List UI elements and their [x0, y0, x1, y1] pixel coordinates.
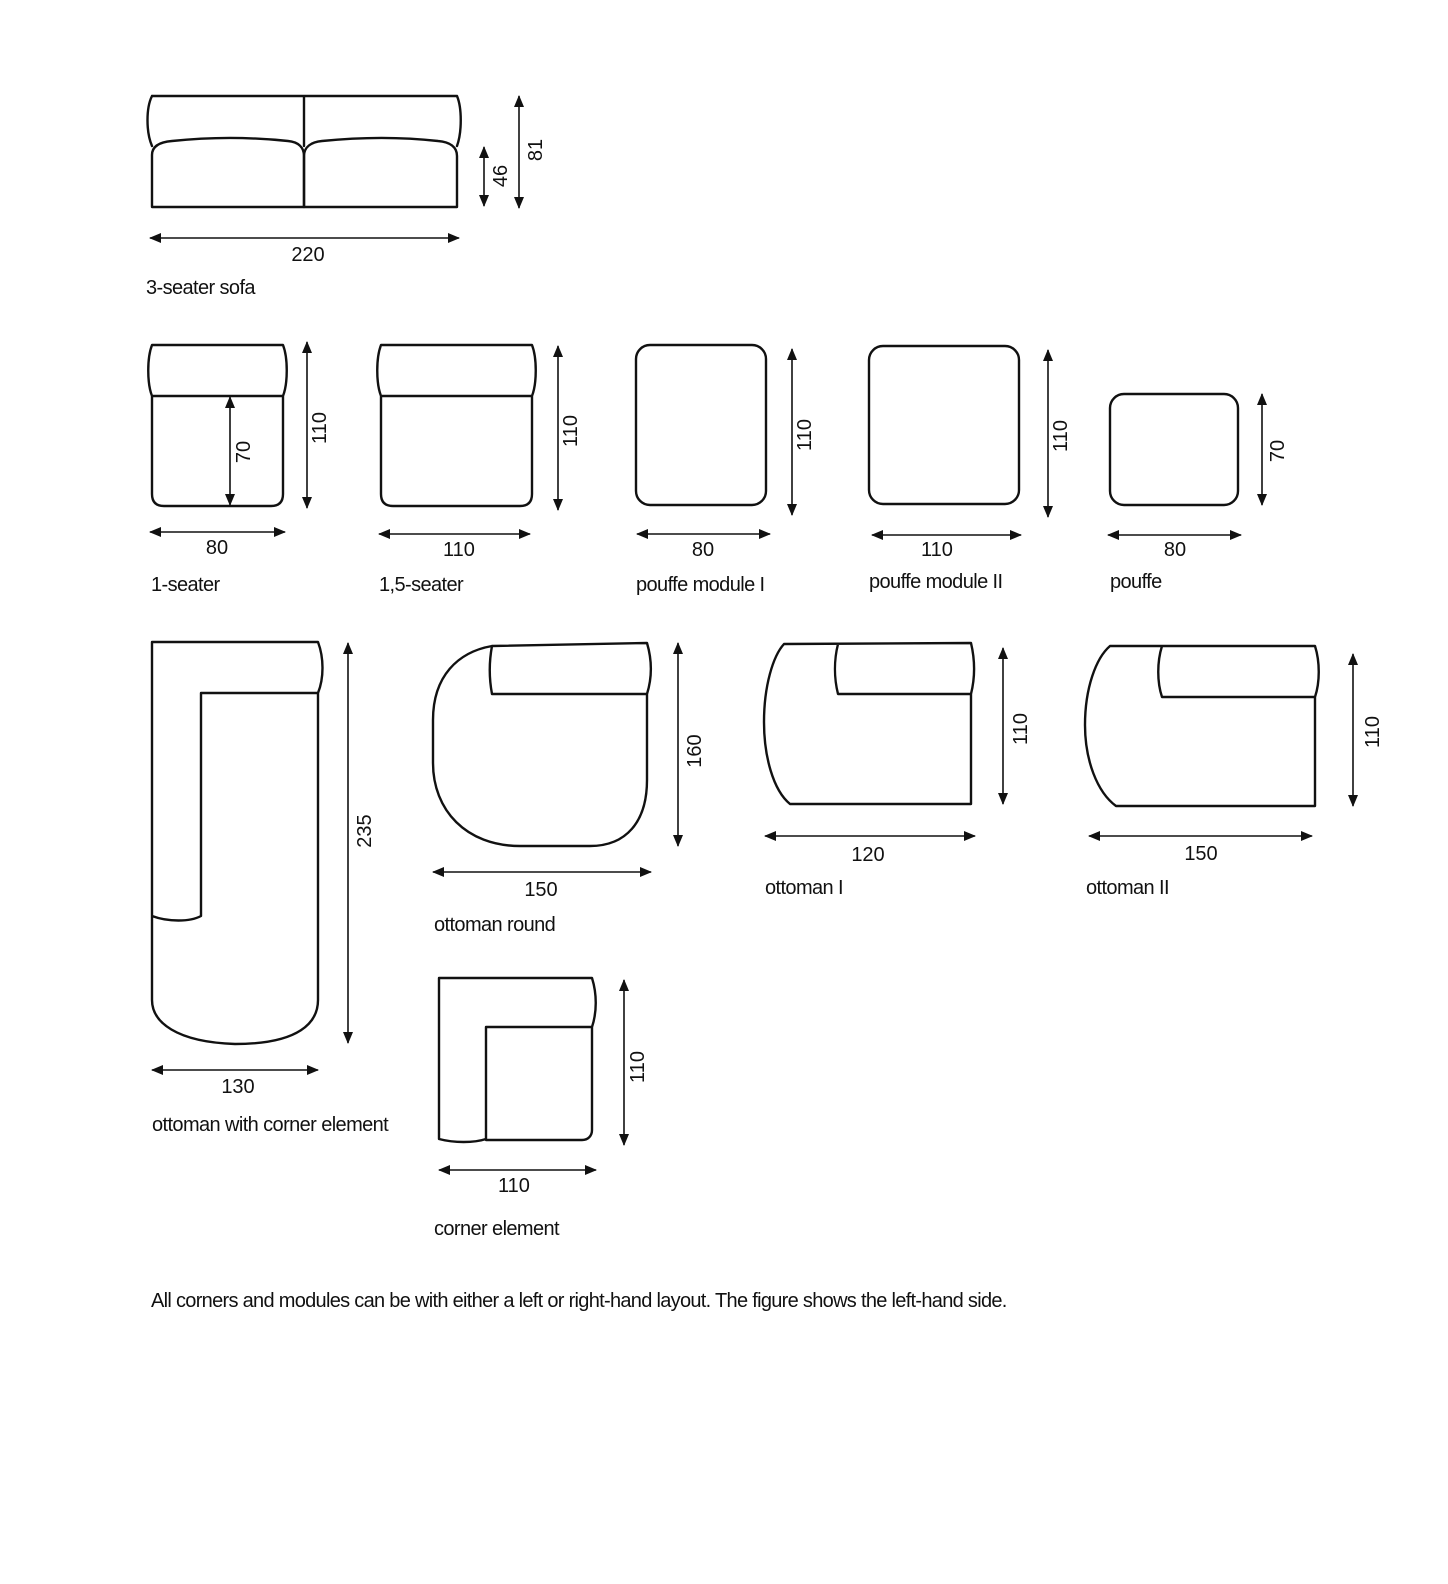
seater15-label: 1,5-seater [379, 574, 464, 596]
corner-element-depth-value: 110 [627, 1051, 649, 1083]
ottoman-round-depth-value: 160 [684, 734, 706, 767]
seater15-depth-value: 110 [560, 415, 582, 447]
sofa-label: 3-seater sofa [146, 277, 256, 299]
module-pouffe: 70 80 pouffe [1107, 392, 1289, 593]
pouffe-outline [1108, 392, 1240, 507]
pouffe2-width-value: 110 [921, 539, 953, 561]
module-corner-element: 110 110 corner element [434, 976, 649, 1240]
ottoman-corner-depth-value: 235 [354, 814, 376, 847]
pouffe1-outline [634, 343, 768, 507]
ottoman1-width-value: 120 [851, 844, 884, 866]
ottoman2-label: ottoman II [1086, 877, 1169, 899]
ottoman-corner-width-value: 130 [221, 1076, 254, 1098]
corner-element-label: corner element [434, 1218, 560, 1240]
module-pouffe-module-2: 110 110 pouffe module II [867, 344, 1072, 593]
ottoman-round-outline [431, 641, 652, 848]
pouffe1-width-value: 80 [692, 539, 714, 561]
seater1-seat-depth-value: 70 [233, 441, 255, 463]
ottoman-round-width-value: 150 [524, 879, 557, 901]
sofa-backrest-outline [146, 94, 462, 148]
module-ottoman-2: 110 150 ottoman II [1083, 644, 1384, 899]
module-1-5-seater: 110 110 1,5-seater [376, 343, 582, 596]
ottoman-round-label: ottoman round [434, 914, 555, 936]
seater1-width-value: 80 [206, 537, 228, 559]
pouffe-width-value: 80 [1164, 539, 1186, 561]
seater15-width-value: 110 [443, 539, 475, 561]
seater15-outline [376, 343, 537, 508]
pouffe2-depth-value: 110 [1050, 420, 1072, 452]
ottoman2-outline [1083, 644, 1320, 808]
pouffe2-outline [867, 344, 1021, 506]
ottoman2-width-value: 150 [1184, 843, 1217, 865]
ottoman2-depth-value: 110 [1362, 716, 1384, 748]
module-pouffe-module-1: 110 80 pouffe module I [634, 343, 816, 596]
pouffe2-label: pouffe module II [869, 571, 1002, 593]
ottoman-corner-outline [150, 640, 324, 1046]
seater1-depth-value: 110 [309, 412, 331, 444]
pouffe-label: pouffe [1110, 571, 1162, 593]
module-3-seater-sofa: 220 46 81 3-seater sofa [146, 94, 547, 299]
ottoman1-outline [762, 641, 976, 806]
ottoman1-label: ottoman I [765, 877, 843, 899]
sofa-height-value: 81 [525, 139, 547, 161]
ottoman-corner-label: ottoman with corner element [152, 1114, 389, 1136]
module-1-seater: 70 110 80 1-seater [147, 341, 331, 596]
module-ottoman-with-corner-element: 235 130 ottoman with corner element [150, 640, 390, 1136]
module-ottoman-1: 110 120 ottoman I [762, 641, 1032, 899]
module-ottoman-round: 160 150 ottoman round [431, 641, 706, 936]
sofa-seat-height-value: 46 [490, 165, 512, 187]
sofa-width-value: 220 [291, 244, 324, 266]
layout-footnote: All corners and modules can be with eith… [151, 1290, 1007, 1312]
pouffe-depth-value: 70 [1267, 440, 1289, 462]
sofa-seat-right-outline [302, 136, 459, 209]
seater1-outline [147, 343, 288, 508]
ottoman1-depth-value: 110 [1010, 713, 1032, 745]
corner-element-outline [437, 976, 597, 1144]
pouffe1-depth-value: 110 [794, 419, 816, 451]
pouffe1-label: pouffe module I [636, 574, 765, 596]
sofa-seat-left-outline [150, 136, 306, 209]
corner-element-width-value: 110 [498, 1175, 530, 1197]
seater1-label: 1-seater [151, 574, 221, 596]
